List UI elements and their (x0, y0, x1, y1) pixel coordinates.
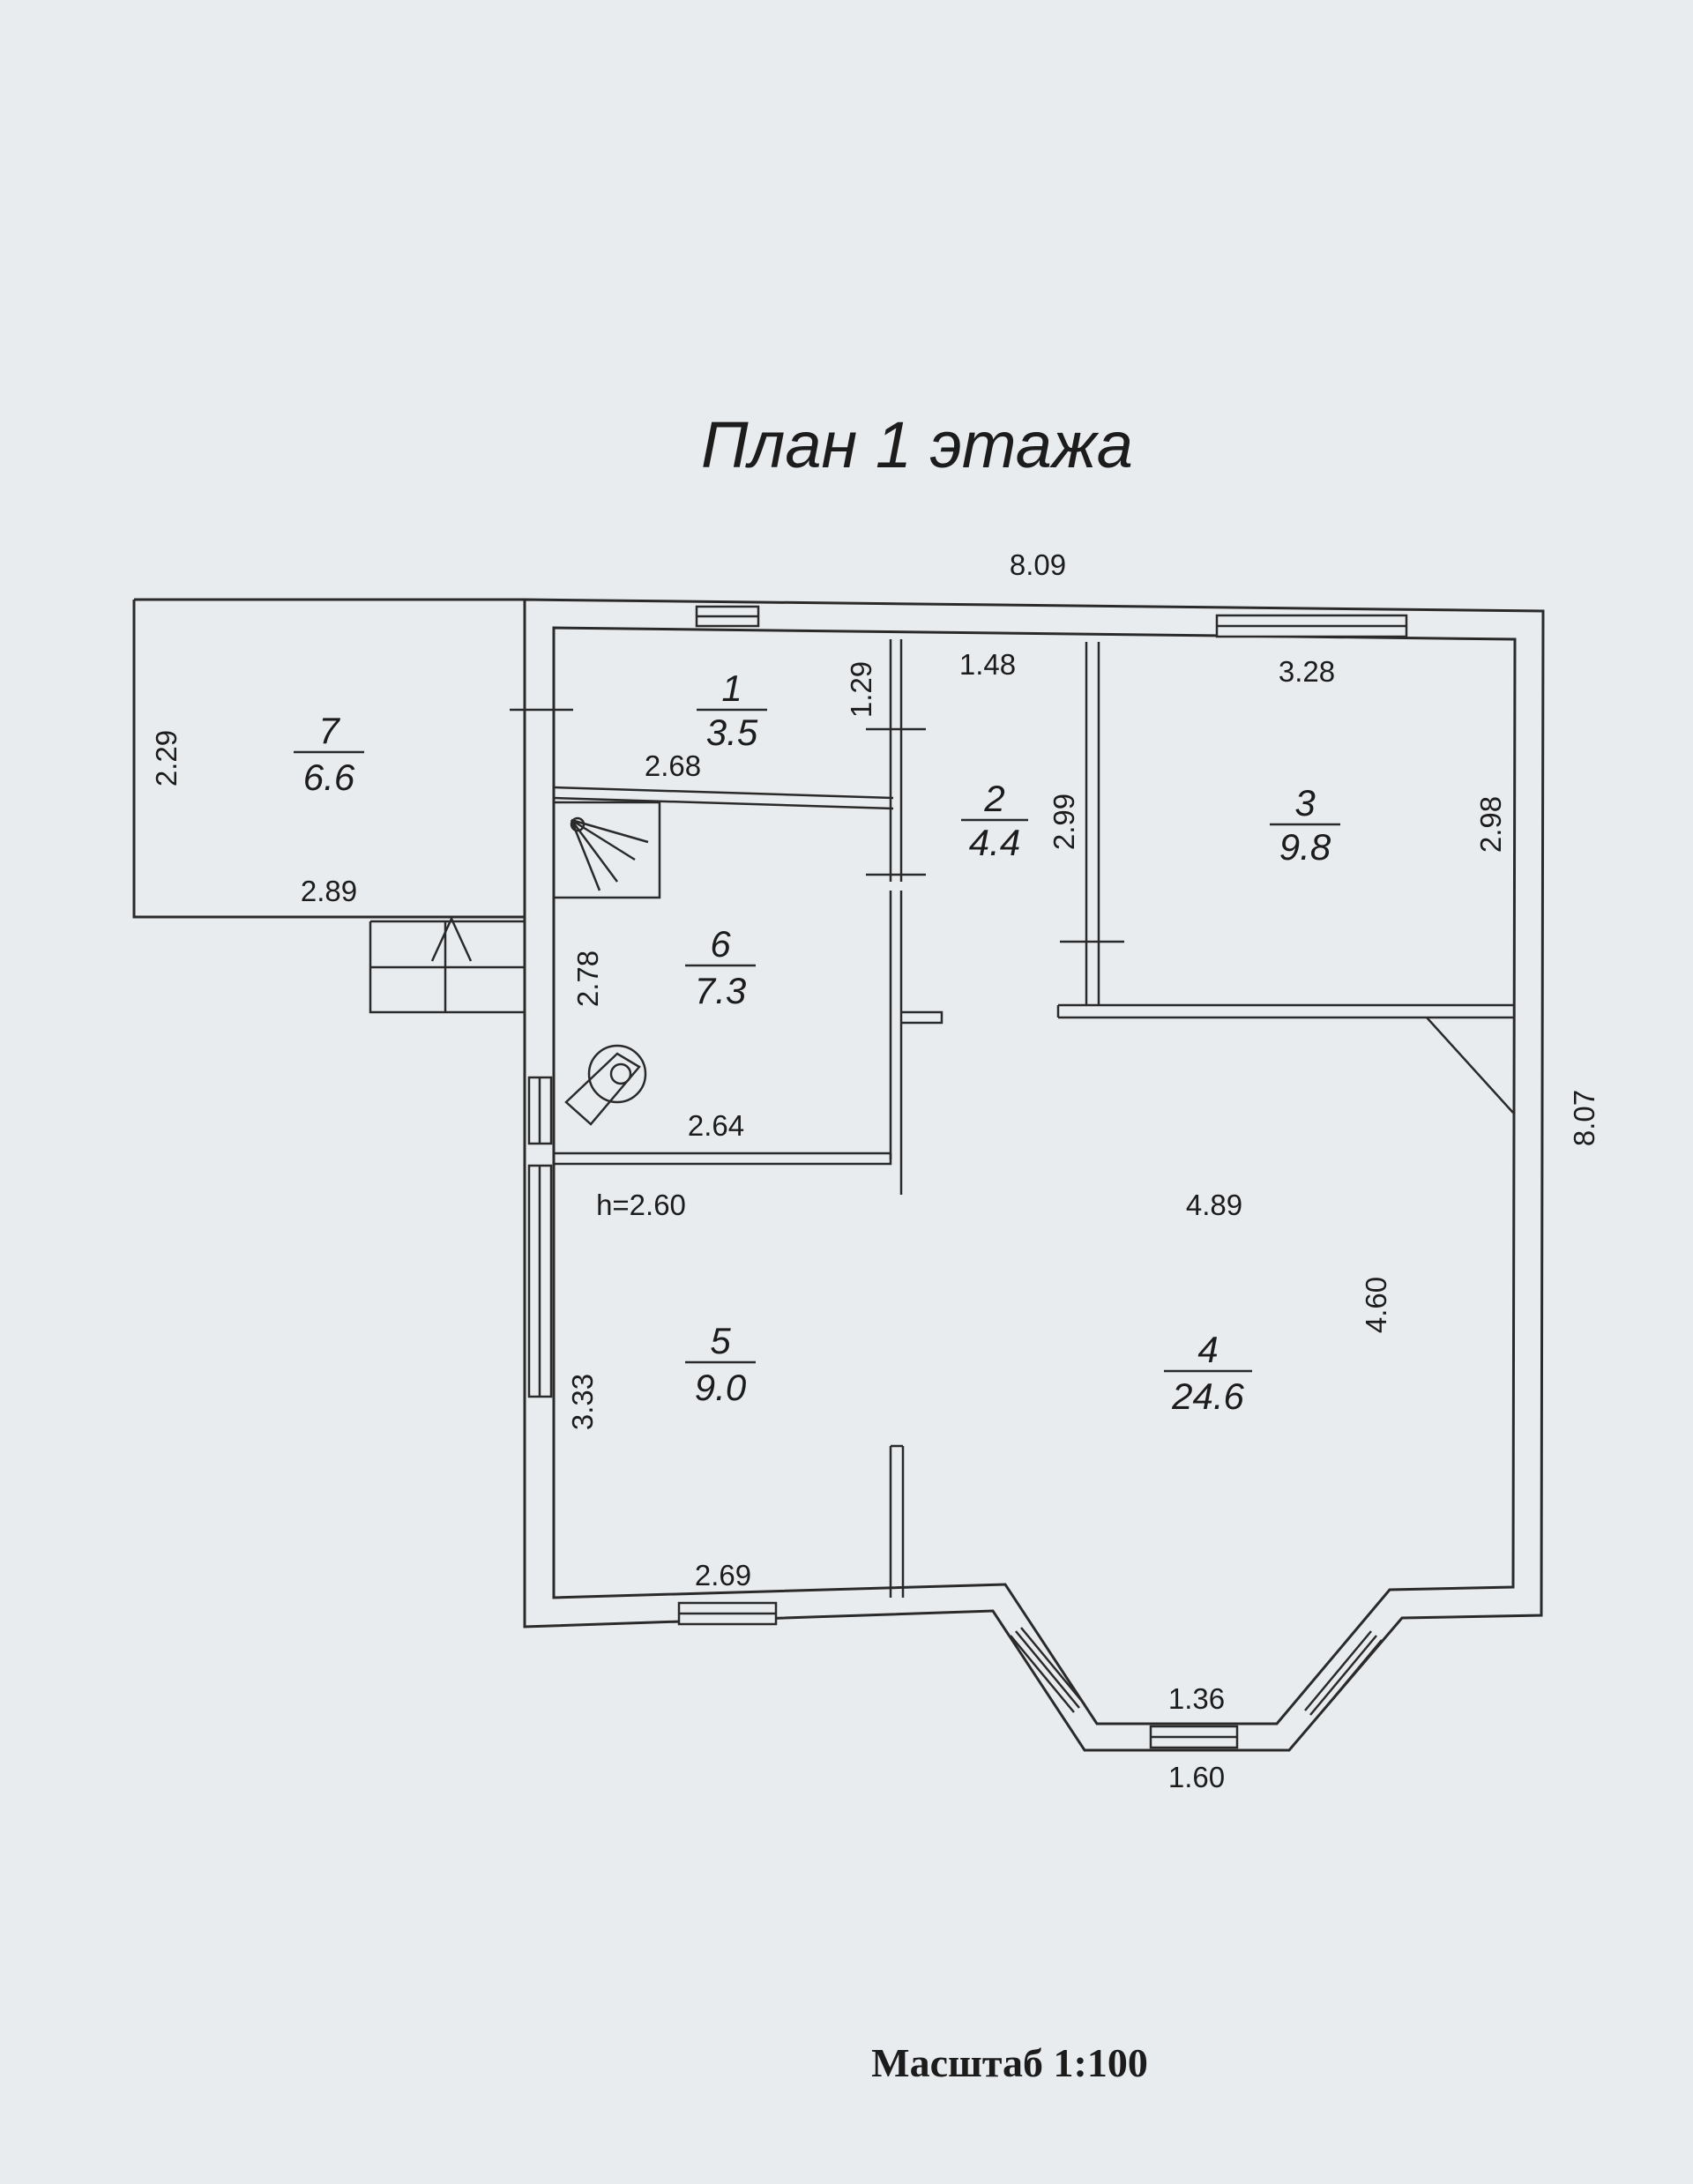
dim-overall-depth: 8.07 (1568, 1090, 1600, 1146)
dim-r5-width: 2.69 (695, 1559, 751, 1591)
dimension-labels: 8.09 8.07 1.29 2.68 1.48 2.99 3.28 2.98 … (150, 548, 1600, 1793)
room-labels: 1 3.5 2 4.4 3 9.8 4 24.6 5 9.0 6 7.3 (294, 667, 1340, 1417)
room-2-label: 2 4.4 (961, 778, 1028, 863)
dim-r5-depth: 3.33 (566, 1374, 599, 1430)
svg-text:9.0: 9.0 (695, 1367, 747, 1408)
svg-text:7: 7 (318, 710, 340, 751)
room-1-label: 1 3.5 (697, 667, 767, 753)
dim-r4-depth: 4.60 (1360, 1277, 1392, 1333)
dim-overall-width: 8.09 (1010, 548, 1066, 581)
svg-text:6.6: 6.6 (303, 757, 355, 798)
dim-r7-depth: 2.29 (150, 730, 183, 786)
dim-r2-depth: 2.99 (1048, 794, 1080, 850)
dim-r3-depth: 2.98 (1474, 796, 1507, 853)
svg-text:5: 5 (710, 1320, 731, 1361)
svg-text:4.4: 4.4 (969, 822, 1020, 863)
svg-text:9.8: 9.8 (1279, 826, 1331, 868)
dim-r4-width: 4.89 (1186, 1189, 1242, 1221)
room-3-label: 3 9.8 (1270, 782, 1340, 868)
dim-r6-width: 2.64 (688, 1109, 744, 1142)
room-5-label: 5 9.0 (685, 1320, 756, 1408)
windows (527, 605, 1408, 1749)
ceiling-height: h=2.60 (596, 1189, 686, 1221)
svg-text:2: 2 (983, 778, 1004, 819)
svg-text:6: 6 (710, 923, 731, 965)
dim-bay-outer: 1.60 (1168, 1761, 1225, 1793)
dim-bay-inner: 1.36 (1168, 1682, 1225, 1715)
svg-text:1: 1 (721, 667, 742, 709)
svg-text:7.3: 7.3 (695, 970, 746, 1011)
plan-title: План 1 этажа (701, 408, 1133, 481)
dim-r2-width: 1.48 (959, 648, 1016, 681)
svg-text:4: 4 (1197, 1329, 1218, 1370)
dim-r1-depth: 1.29 (845, 661, 877, 718)
dim-r1-width: 2.68 (645, 749, 701, 782)
room-4-label: 4 24.6 (1164, 1329, 1252, 1417)
room-6-label: 6 7.3 (685, 923, 756, 1011)
svg-text:3: 3 (1294, 782, 1315, 824)
dim-r7-width: 2.89 (301, 875, 357, 907)
svg-text:3.5: 3.5 (706, 712, 758, 753)
dim-r6-depth: 2.78 (571, 950, 604, 1007)
dim-r3-width: 3.28 (1279, 655, 1335, 688)
room-7-label: 7 6.6 (294, 710, 364, 798)
svg-text:24.6: 24.6 (1171, 1375, 1244, 1417)
scale-label: Масштаб 1:100 (871, 2040, 1148, 2085)
